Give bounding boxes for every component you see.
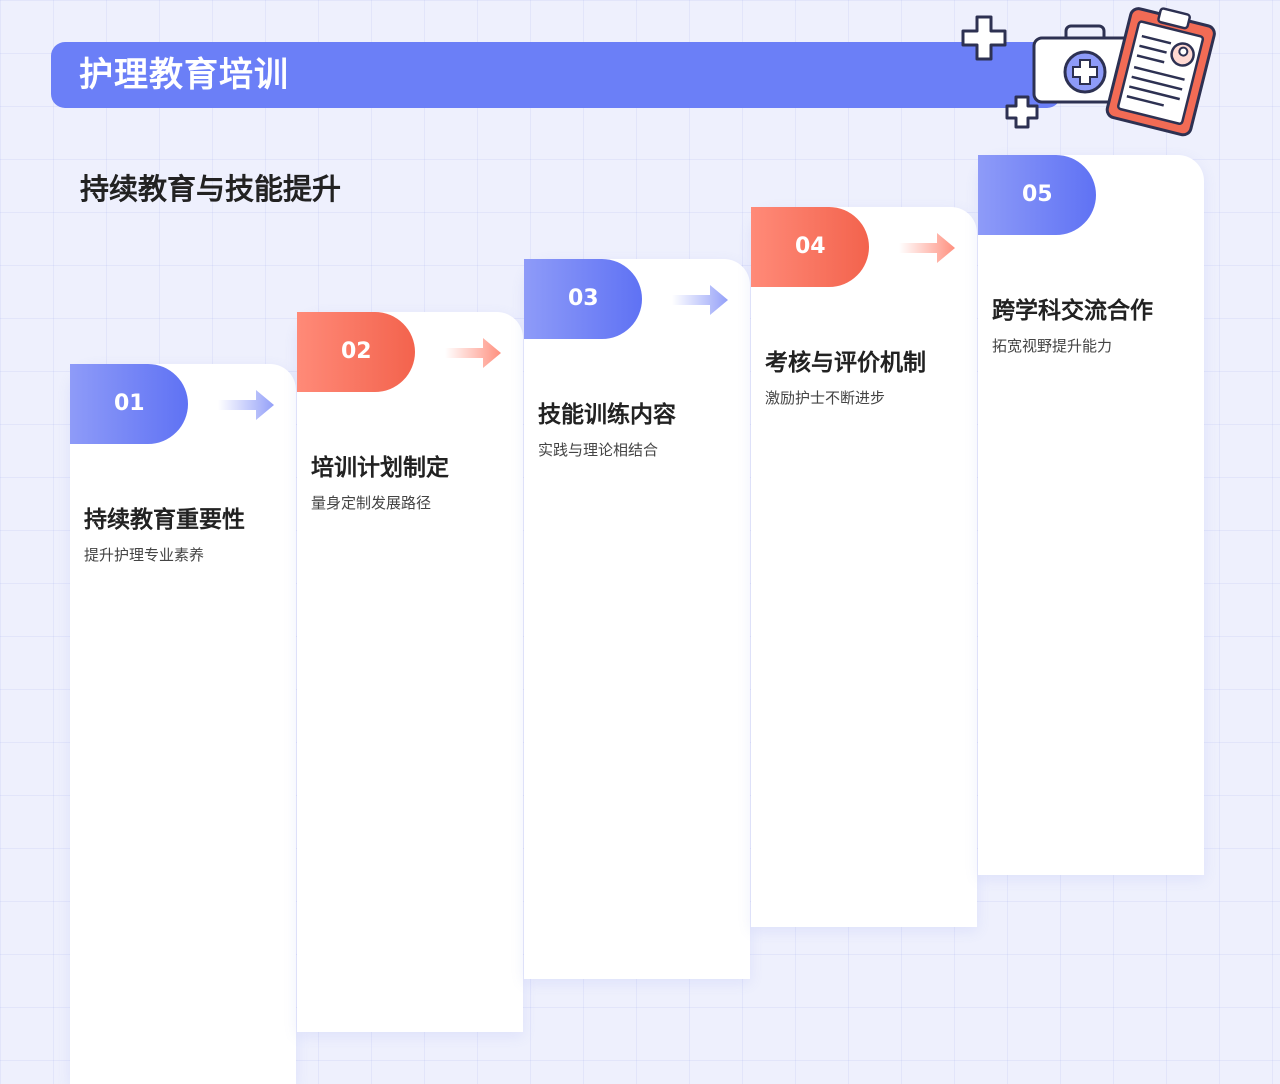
step-description: 实践与理论相结合 xyxy=(538,441,659,459)
step-card-01: 01 持续教育重要性提升护理专业素养 xyxy=(70,364,296,1084)
page-title: 护理教育培训 xyxy=(79,55,289,95)
step-number-badge: 04 xyxy=(751,207,869,287)
step-description: 拓宽视野提升能力 xyxy=(992,337,1113,355)
step-card-04: 04 考核与评价机制激励护士不断进步 xyxy=(751,207,977,927)
step-description: 激励护士不断进步 xyxy=(765,389,886,407)
arrow-right-icon xyxy=(899,233,955,263)
step-number-badge: 01 xyxy=(70,364,188,444)
step-card-02: 02 培训计划制定量身定制发展路径 xyxy=(297,312,523,1032)
step-title: 考核与评价机制 xyxy=(765,350,926,376)
title-bar: 护理教育培训 xyxy=(51,42,1061,108)
step-number-badge: 02 xyxy=(297,312,415,392)
step-description: 量身定制发展路径 xyxy=(311,494,432,512)
step-card-05: 05 跨学科交流合作拓宽视野提升能力 xyxy=(978,155,1204,875)
step-number-badge: 05 xyxy=(978,155,1096,235)
section-subtitle: 持续教育与技能提升 xyxy=(80,172,342,206)
step-card-03: 03 技能训练内容实践与理论相结合 xyxy=(524,259,750,979)
step-description: 提升护理专业素养 xyxy=(84,546,205,564)
plus-icon xyxy=(1005,95,1039,129)
arrow-right-icon xyxy=(672,285,728,315)
step-number-badge: 03 xyxy=(524,259,642,339)
step-title: 跨学科交流合作 xyxy=(992,298,1153,324)
step-title: 技能训练内容 xyxy=(538,402,676,428)
clipboard-icon xyxy=(1105,7,1216,137)
medical-kit-icon xyxy=(1032,24,1138,104)
arrow-right-icon xyxy=(445,338,501,368)
plus-icon xyxy=(961,15,1007,61)
step-title: 持续教育重要性 xyxy=(84,507,245,533)
arrow-right-icon xyxy=(218,390,274,420)
step-title: 培训计划制定 xyxy=(311,455,449,481)
